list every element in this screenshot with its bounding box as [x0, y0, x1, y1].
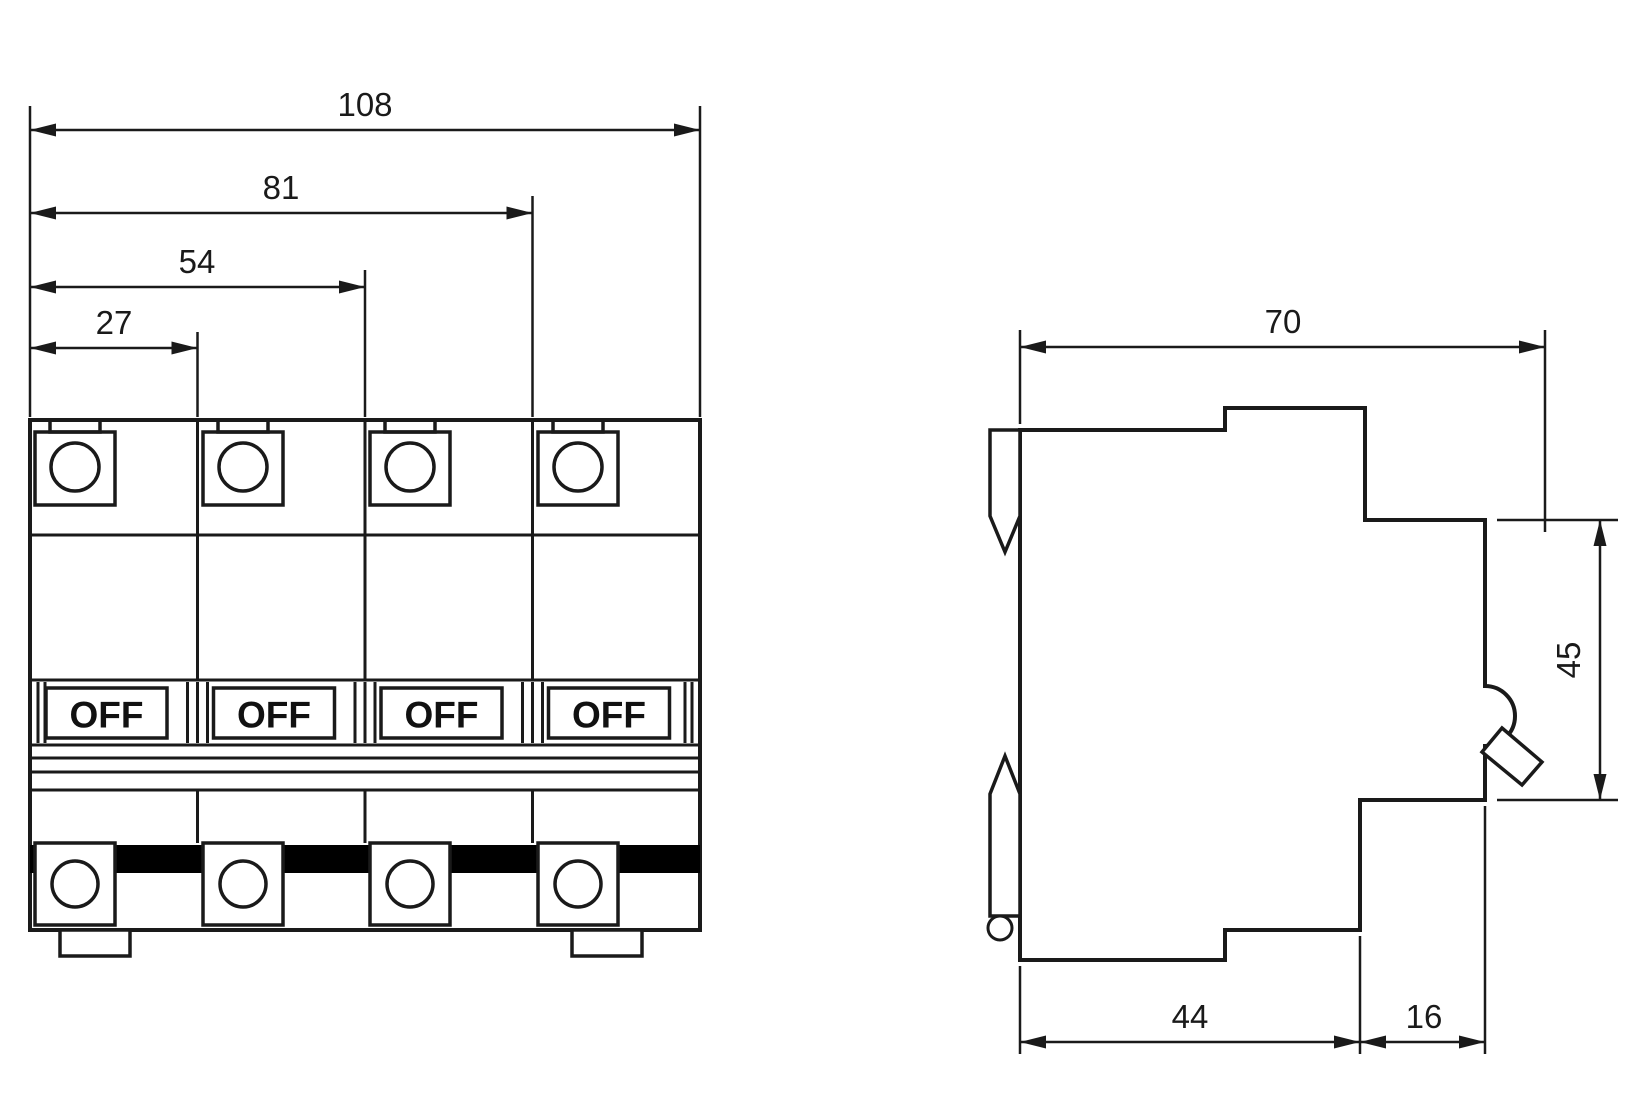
side-extension-lines — [1018, 330, 1618, 1054]
off-window — [546, 686, 672, 740]
mounting-foot — [570, 928, 644, 958]
hatch-lines — [36, 682, 694, 743]
dim-81-label: 81 — [263, 169, 300, 206]
terminal-box — [33, 430, 117, 507]
off-window — [379, 686, 504, 740]
bottom-terminal — [536, 841, 620, 927]
off-label: OFF — [405, 695, 479, 736]
front-extension-lines — [28, 106, 702, 417]
terminal-box — [368, 430, 452, 507]
dim-16-label: 16 — [1406, 998, 1443, 1035]
off-row: OFF OFF OFF OFF — [36, 682, 694, 743]
terminal-screw-icon — [553, 859, 603, 909]
front-view: 108 81 54 27 — [28, 86, 702, 958]
dim-54-label: 54 — [179, 243, 216, 280]
top-terminal — [368, 418, 452, 507]
off-label: OFF — [237, 695, 311, 736]
terminal-box — [201, 430, 285, 507]
terminal-screw-icon — [49, 441, 101, 493]
top-terminal — [201, 418, 285, 507]
terminal-screw-icon — [385, 859, 435, 909]
terminal-screw-icon — [552, 441, 604, 493]
off-window — [211, 686, 337, 740]
module-dividers — [196, 420, 534, 843]
din-clip-bottom — [988, 751, 1022, 918]
mounting-foot — [58, 928, 132, 958]
dim-27-label: 27 — [96, 304, 133, 341]
toggle-lever — [1479, 725, 1545, 788]
off-window — [44, 686, 169, 740]
din-clip-top — [988, 428, 1022, 557]
bottom-terminal — [201, 841, 285, 927]
terminal-screw-icon — [50, 859, 100, 909]
side-view: 70 45 44 16 — [986, 303, 1618, 1054]
off-label: OFF — [70, 695, 144, 736]
bottom-terminal — [368, 841, 452, 927]
dim-44-label: 44 — [1172, 998, 1209, 1035]
bottom-terminal — [33, 841, 117, 927]
dim-70-label: 70 — [1265, 303, 1302, 340]
top-terminal — [536, 418, 620, 507]
terminal-screw-icon — [218, 859, 268, 909]
terminal-box — [536, 430, 620, 507]
terminal-screw-icon — [217, 441, 269, 493]
top-terminal — [33, 418, 117, 507]
side-body-outline — [1018, 406, 1517, 962]
clip-spring-circle — [986, 914, 1014, 942]
dim-45-label: 45 — [1550, 642, 1587, 679]
terminal-screw-icon — [384, 441, 436, 493]
off-label: OFF — [572, 695, 646, 736]
dim-108-label: 108 — [337, 86, 392, 123]
